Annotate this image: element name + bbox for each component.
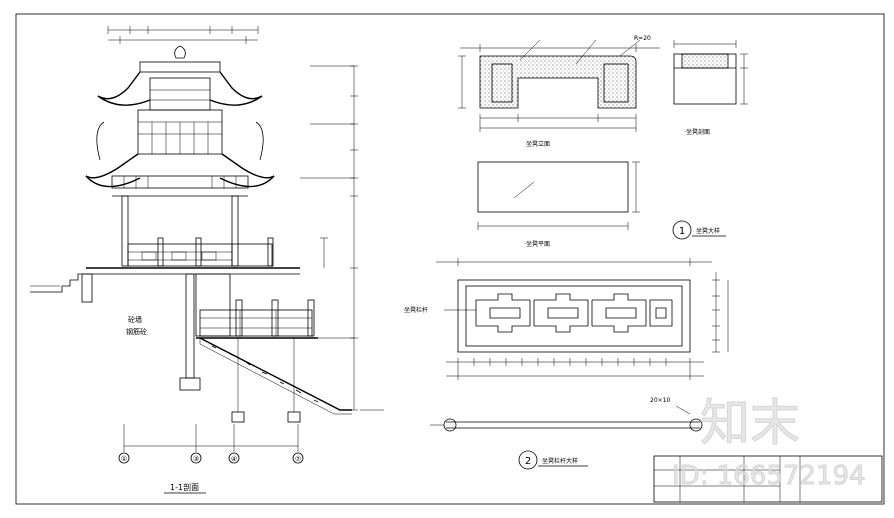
stair-left [30,273,86,293]
section-struct-label: 钢筋砼 [126,327,147,336]
seat-plan-caption: 坐凳平面 [526,240,550,248]
railing-plan-strip: 20×10 [430,397,703,432]
pavilion-railing [127,243,233,267]
watermark: 知末 ID: 166572194 [672,394,867,492]
seat-front-body [479,55,637,109]
rail-size-note: 20×10 [650,397,670,404]
column-right [231,195,239,267]
top-dimension-chain [107,26,259,44]
sheet-border [15,13,885,505]
railing-lattice [475,293,673,333]
detail-2-caption: 坐凳栏杆大样 [542,457,578,465]
height-dimension-chain [300,65,384,411]
detail-1-caption: 坐凳大样 [696,227,720,235]
seat-side-section: 坐凳剖面 [673,40,748,136]
railing-label: 坐凳栏杆 [404,306,428,314]
upper-ridge [139,61,221,73]
roof-finial [174,45,186,59]
upper-eave-left [97,71,151,106]
pavilion-section: ① ③ ④ ⑦ 砼墙 钢筋砼 1-1剖面 [30,26,384,494]
detail-2-tag: 2 坐凳栏杆大样 [518,450,588,470]
title-block [653,455,883,503]
lower-eave-right [219,153,275,188]
seat-front-caption: 坐凳立面 [526,140,550,148]
ground-slope [199,337,352,411]
axis-bubbles: ① ③ ④ ⑦ [118,452,304,464]
lower-beam [111,175,249,189]
detail-2-number: 2 [525,456,531,467]
detail-1-tag: 1 坐凳大样 [672,220,726,240]
upper-bracket-zone [149,77,211,111]
axis-dimension-line [123,424,299,452]
detail-1-number: 1 [679,226,685,237]
radius-note: R=20 [634,35,651,42]
axis-label-4: ④ [231,455,237,463]
axis-label-3: ③ [193,455,199,463]
railing-outer-frame [457,279,691,353]
axis-label-7: ⑦ [295,455,301,463]
section-wall-label: 砼墙 [128,315,142,324]
support-pier [185,273,195,379]
seat-plan-outline [477,161,629,213]
seat-side-caption: 坐凳剖面 [686,128,710,136]
terrace-railing [199,309,313,337]
seat-plan: 坐凳平面 [477,161,640,248]
seat-front-elevation: R=20 坐凳立面 [458,35,660,148]
railing-elevation: 坐凳栏杆 [404,258,729,380]
lower-eave-left [85,153,141,188]
watermark-brand: 知末 [700,394,800,452]
pier-footing [179,377,201,391]
column-left [121,195,129,267]
watermark-id: ID: 166572194 [672,461,866,491]
section-title: 1-1剖面 [170,482,199,492]
upper-eave-right [209,71,263,106]
axis-label-1: ① [121,455,127,463]
